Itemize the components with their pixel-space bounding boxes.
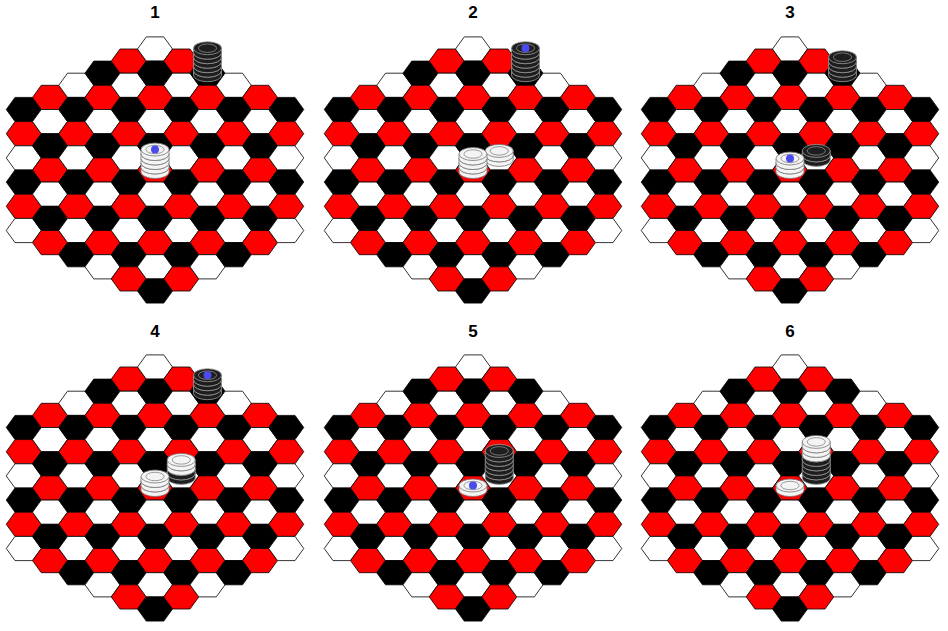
- checker-ring: [516, 44, 534, 52]
- checker-ring: [464, 150, 482, 158]
- hex-cell: [904, 146, 939, 170]
- checker-top: [141, 143, 169, 156]
- checker-top: [194, 42, 222, 55]
- checker-ring: [833, 53, 851, 61]
- hex-cell: [904, 488, 939, 512]
- checker-ring: [490, 447, 508, 455]
- checker-top: [776, 479, 804, 492]
- hex-cell: [269, 488, 304, 512]
- checker-stack: [776, 479, 804, 497]
- checker-ring: [172, 456, 190, 464]
- checker-ring: [198, 371, 216, 379]
- hex-board: [641, 37, 939, 303]
- selection-dot: [469, 482, 477, 490]
- checker-top: [459, 148, 487, 161]
- checker-top: [829, 51, 857, 64]
- hex-cell: [904, 122, 939, 146]
- hex-cell: [269, 194, 304, 218]
- hex-board: [6, 37, 304, 303]
- checker-ring: [198, 44, 216, 52]
- selection-dot: [204, 371, 212, 379]
- checker-top: [485, 444, 513, 457]
- hex-cell: [269, 218, 304, 242]
- panel-number: 2: [468, 3, 477, 23]
- checker-stack: [141, 143, 169, 179]
- hex-cell: [269, 146, 304, 170]
- checker-ring: [464, 481, 482, 489]
- selection-dot: [522, 44, 530, 52]
- checker-ring: [490, 147, 508, 155]
- panel-number: 4: [150, 322, 159, 342]
- hex-cell: [904, 194, 939, 218]
- hex-cell: [904, 536, 939, 560]
- hex-cell: [904, 512, 939, 536]
- panel-number: 5: [468, 322, 477, 342]
- checker-top: [194, 369, 222, 382]
- hex-cell: [587, 415, 622, 439]
- checker-top: [802, 144, 830, 157]
- checker-stack: [512, 42, 540, 82]
- panel-number: 1: [150, 3, 159, 23]
- checker-stack: [776, 152, 804, 179]
- checker-stack: [194, 369, 222, 400]
- hex-cell: [904, 440, 939, 464]
- checker-top: [776, 152, 804, 165]
- hex-cell: [269, 415, 304, 439]
- hex-cell: [587, 218, 622, 242]
- hex-cell: [587, 122, 622, 146]
- hex-cell: [587, 464, 622, 488]
- checker-stack: [459, 148, 487, 179]
- checker-stack: [485, 444, 513, 484]
- checker-ring: [781, 481, 799, 489]
- checker-top: [512, 42, 540, 55]
- hex-cell: [587, 536, 622, 560]
- checker-top: [167, 453, 195, 466]
- hex-cell: [587, 194, 622, 218]
- checker-stack: [829, 51, 857, 82]
- checker-stack: [459, 479, 487, 497]
- hex-cell: [269, 512, 304, 536]
- hex-cell: [904, 464, 939, 488]
- hex-cell: [269, 440, 304, 464]
- hex-cell: [587, 170, 622, 194]
- hex-cell: [269, 97, 304, 121]
- selection-dot: [151, 146, 159, 154]
- panel-number: 3: [785, 3, 794, 23]
- hex-cell: [587, 512, 622, 536]
- hex-cell: [269, 170, 304, 194]
- checker-top: [802, 435, 830, 448]
- panel-number: 6: [785, 322, 794, 342]
- hex-board: [324, 355, 622, 621]
- hex-cell: [904, 218, 939, 242]
- hex-cell: [269, 464, 304, 488]
- checker-stack: [802, 435, 830, 484]
- checker-top: [459, 479, 487, 492]
- hex-cell: [587, 440, 622, 464]
- checker-ring: [146, 145, 164, 153]
- hex-cell: [587, 97, 622, 121]
- hex-board: [324, 37, 622, 303]
- hex-board: [641, 355, 939, 621]
- hex-cell: [587, 146, 622, 170]
- hex-board: [6, 355, 304, 621]
- checker-top: [485, 144, 513, 157]
- checker-stack: [194, 42, 222, 82]
- checker-stack: [167, 453, 195, 484]
- checker-ring: [807, 147, 825, 155]
- hex-cell: [904, 170, 939, 194]
- selection-dot: [786, 155, 794, 163]
- hex-cell: [904, 415, 939, 439]
- checker-ring: [781, 154, 799, 162]
- hex-cell: [587, 488, 622, 512]
- checker-stack: [802, 144, 830, 166]
- hex-cell: [269, 536, 304, 560]
- checker-stack: [485, 144, 513, 166]
- checker-top: [141, 470, 169, 483]
- hex-cell: [904, 97, 939, 121]
- checker-ring: [807, 438, 825, 446]
- hex-cell: [269, 122, 304, 146]
- checker-stack: [141, 470, 169, 497]
- checker-ring: [146, 472, 164, 480]
